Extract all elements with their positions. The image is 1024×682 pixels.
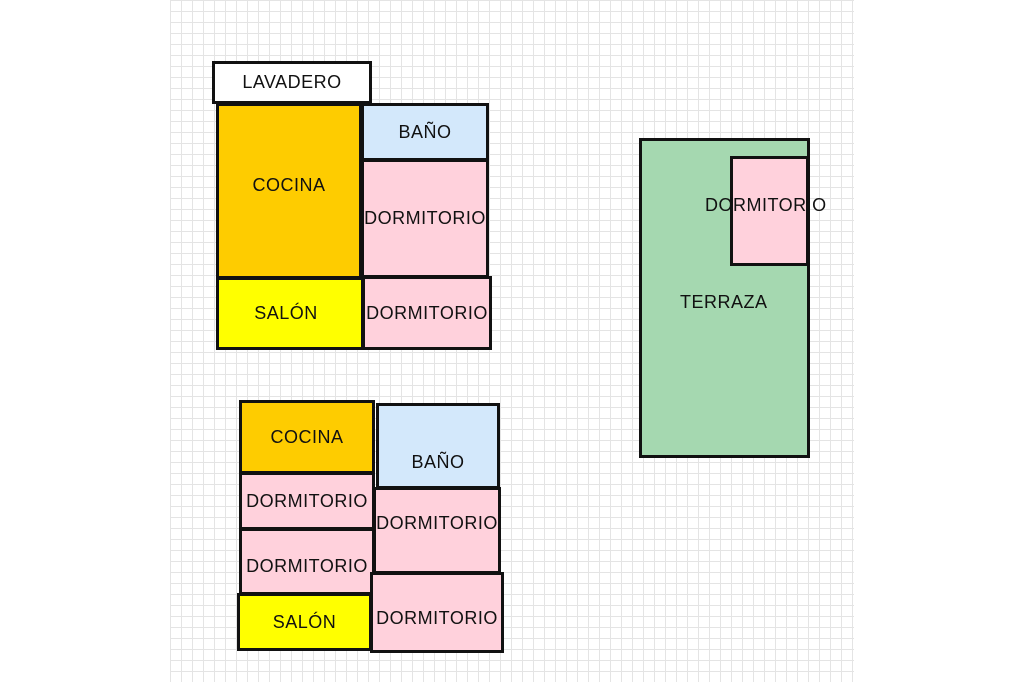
- room-label: DORMITORIO: [366, 302, 488, 323]
- room-label: SALÓN: [254, 303, 318, 323]
- room-label: DORMITORIO: [246, 556, 368, 576]
- room-bano: BAÑO: [376, 403, 500, 489]
- room-label: BAÑO: [398, 121, 452, 142]
- room-label: LAVADERO: [242, 72, 342, 92]
- room-dormitorio: DORMITORIO: [239, 528, 375, 595]
- room-bano: BAÑO: [361, 103, 489, 161]
- room-label-terraza: TERRAZA: [680, 292, 768, 312]
- room-label: DORMITORIO: [246, 490, 368, 511]
- room-label: DORMITORIO: [376, 608, 498, 628]
- room-label: DORMITORIO: [364, 208, 486, 228]
- room-dormitorio: DORMITORIO: [362, 276, 492, 350]
- room-cocina: COCINA: [216, 103, 362, 279]
- room-dormitorio: DORMITORIO: [370, 572, 504, 653]
- room-salon: SALÓN: [216, 277, 364, 350]
- room-dormitorio: DORMITORIO: [239, 472, 375, 530]
- room-cocina: COCINA: [239, 400, 375, 474]
- room-dormitorio: DORMITORIO: [705, 156, 826, 266]
- room-label: SALÓN: [272, 611, 337, 632]
- room-label: COCINA: [270, 426, 344, 447]
- room-salon: SALÓN: [237, 593, 372, 651]
- room-label: DORMITORIO: [705, 194, 827, 215]
- room-dormitorio: DORMITORIO: [361, 159, 489, 278]
- room-label: COCINA: [252, 174, 326, 195]
- room-lavadero: LAVADERO: [212, 61, 372, 104]
- room-dormitorio: DORMITORIO: [373, 487, 501, 574]
- room-label: BAÑO: [411, 451, 465, 472]
- room-label: DORMITORIO: [376, 513, 498, 533]
